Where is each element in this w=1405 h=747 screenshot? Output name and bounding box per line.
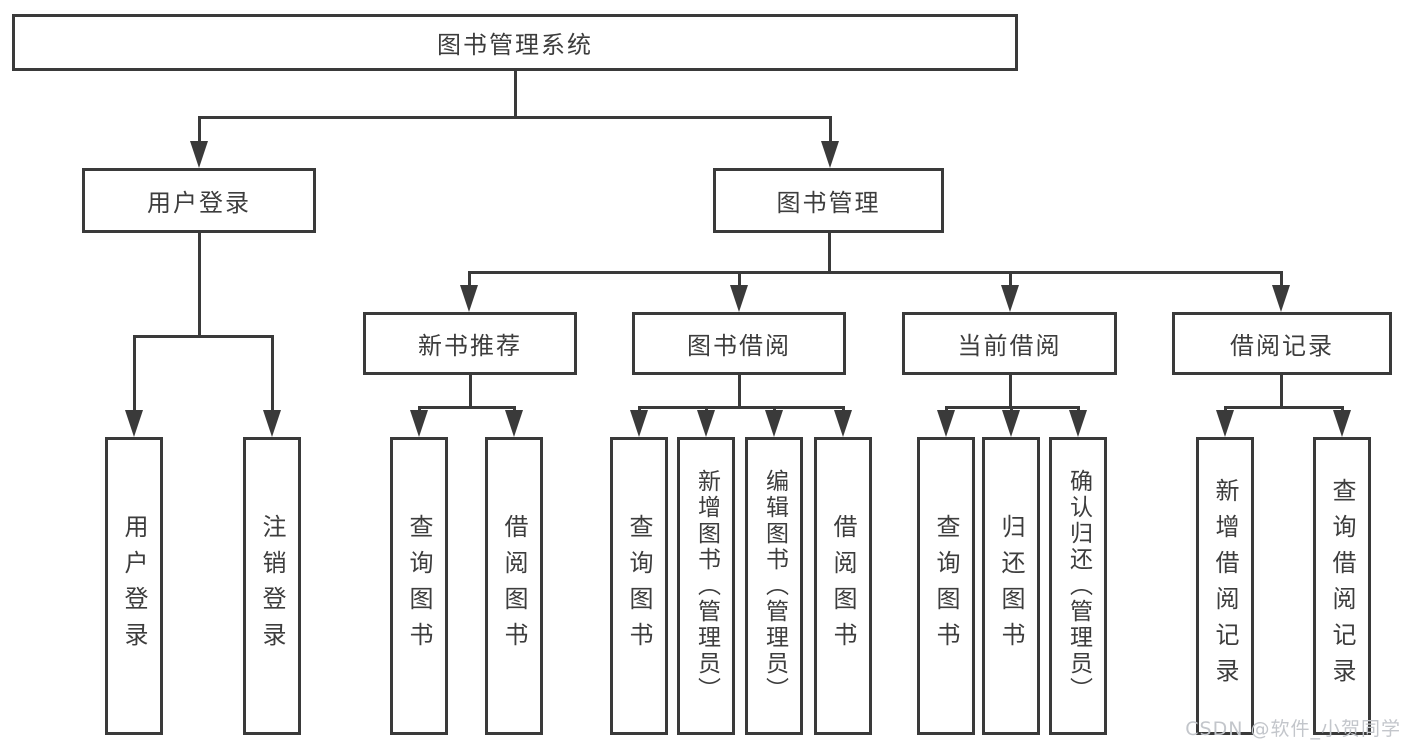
arrowhead-down-icon xyxy=(1069,410,1087,437)
connector-line xyxy=(467,272,471,288)
node-borrow-records: 借阅记录 xyxy=(1172,312,1392,375)
node-label: 借阅图书 xyxy=(500,514,528,658)
node-label: 图书管理系统 xyxy=(437,31,593,59)
arrowhead-down-icon xyxy=(505,410,523,437)
connector-line xyxy=(1279,374,1283,408)
node-label: 借阅图书 xyxy=(829,514,857,658)
connector-line xyxy=(468,374,472,408)
node-label: 图书管理 xyxy=(776,189,881,217)
arrowhead-down-icon xyxy=(190,141,208,168)
node-label: 编辑图书（管理员） xyxy=(761,469,788,703)
leaf-query-books-recommend: 查询图书 xyxy=(390,437,448,735)
connector-line xyxy=(132,336,136,412)
leaf-logout: 注销登录 xyxy=(243,437,301,735)
node-label: 注销登录 xyxy=(258,514,286,658)
node-book-borrowing: 图书借阅 xyxy=(632,312,846,375)
connector-line xyxy=(828,117,832,143)
arrowhead-down-icon xyxy=(697,410,715,437)
node-label: 新书推荐 xyxy=(418,332,522,360)
leaf-user-login: 用户登录 xyxy=(105,437,163,735)
leaf-borrow-books-recommend: 借阅图书 xyxy=(485,437,543,735)
connector-line xyxy=(197,115,832,119)
leaf-add-borrow-record: 新增借阅记录 xyxy=(1196,437,1254,735)
arrowhead-down-icon xyxy=(410,410,428,437)
node-current-borrowing: 当前借阅 xyxy=(902,312,1117,375)
node-label: 查询图书 xyxy=(405,514,433,658)
connector-line xyxy=(1279,272,1283,288)
arrowhead-down-icon xyxy=(1001,285,1019,312)
node-label: 确认归还（管理员） xyxy=(1065,469,1092,703)
connector-line xyxy=(467,270,1283,274)
connector-line xyxy=(1223,405,1344,409)
node-book-management: 图书管理 xyxy=(713,168,944,233)
connector-line xyxy=(513,70,517,118)
node-label: 新增借阅记录 xyxy=(1211,478,1239,694)
connector-line xyxy=(637,405,845,409)
connector-line xyxy=(270,336,274,412)
node-label: 用户登录 xyxy=(147,189,251,217)
connector-line xyxy=(827,232,831,273)
node-new-book-recommend: 新书推荐 xyxy=(363,312,577,375)
connector-line xyxy=(737,374,741,408)
leaf-query-books-borrow: 查询图书 xyxy=(610,437,668,735)
arrowhead-down-icon xyxy=(1333,410,1351,437)
arrowhead-down-icon xyxy=(125,410,143,437)
arrowhead-down-icon xyxy=(821,141,839,168)
node-label: 查询图书 xyxy=(932,514,960,658)
arrowhead-down-icon xyxy=(730,285,748,312)
node-library-management-system: 图书管理系统 xyxy=(12,14,1018,71)
arrowhead-down-icon xyxy=(1272,285,1290,312)
leaf-query-books-current: 查询图书 xyxy=(917,437,975,735)
connector-line xyxy=(132,334,274,338)
connector-line xyxy=(1008,272,1012,288)
arrowhead-down-icon xyxy=(1002,410,1020,437)
connector-line xyxy=(197,232,201,337)
node-label: 新增图书（管理员） xyxy=(693,469,720,703)
node-label: 当前借阅 xyxy=(957,332,1062,360)
arrowhead-down-icon xyxy=(1216,410,1234,437)
leaf-query-borrow-record: 查询借阅记录 xyxy=(1313,437,1371,735)
node-label: 查询图书 xyxy=(625,514,653,658)
leaf-edit-book-admin: 编辑图书（管理员） xyxy=(745,437,803,735)
node-user-login: 用户登录 xyxy=(82,168,316,233)
connector-line xyxy=(737,272,741,288)
arrowhead-down-icon xyxy=(263,410,281,437)
leaf-confirm-return-admin: 确认归还（管理员） xyxy=(1049,437,1107,735)
arrowhead-down-icon xyxy=(630,410,648,437)
connector-line xyxy=(1008,374,1012,408)
arrowhead-down-icon xyxy=(765,410,783,437)
node-label: 借阅记录 xyxy=(1230,332,1334,360)
arrowhead-down-icon xyxy=(460,285,478,312)
leaf-add-book-admin: 新增图书（管理员） xyxy=(677,437,735,735)
arrowhead-down-icon xyxy=(834,410,852,437)
watermark: CSDN @软件_小贺同学 xyxy=(1185,718,1401,740)
node-label: 归还图书 xyxy=(997,514,1025,658)
arrowhead-down-icon xyxy=(937,410,955,437)
node-label: 图书借阅 xyxy=(687,332,791,360)
connector-line xyxy=(417,405,516,409)
connector-line xyxy=(197,117,201,143)
node-label: 用户登录 xyxy=(120,514,148,658)
node-label: 查询借阅记录 xyxy=(1328,478,1356,694)
leaf-return-book: 归还图书 xyxy=(982,437,1040,735)
leaf-borrow-books: 借阅图书 xyxy=(814,437,872,735)
